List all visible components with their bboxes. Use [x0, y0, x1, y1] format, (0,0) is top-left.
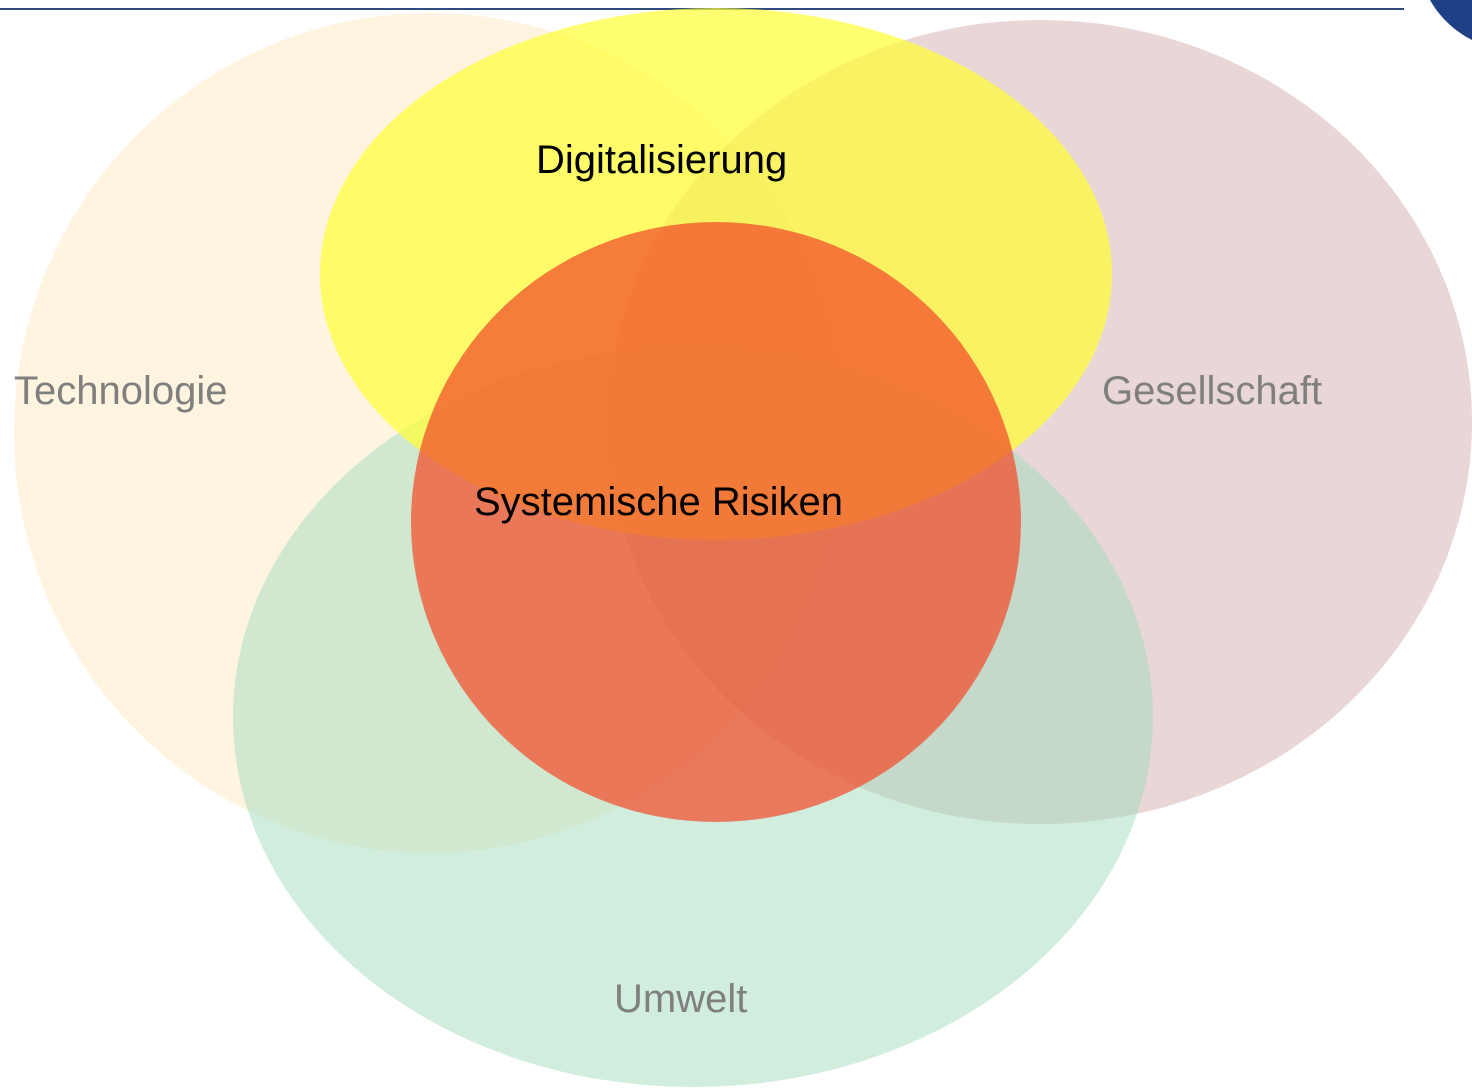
- set-label-systemische-risiken: Systemische Risiken: [474, 480, 844, 524]
- set-systemische-risiken-circle: [411, 222, 1021, 822]
- set-label-digitalisierung: Digitalisierung: [536, 138, 788, 182]
- set-label-gesellschaft: Gesellschaft: [1102, 369, 1323, 413]
- set-label-umwelt: Umwelt: [614, 977, 748, 1021]
- set-label-technologie: Technologie: [14, 369, 228, 413]
